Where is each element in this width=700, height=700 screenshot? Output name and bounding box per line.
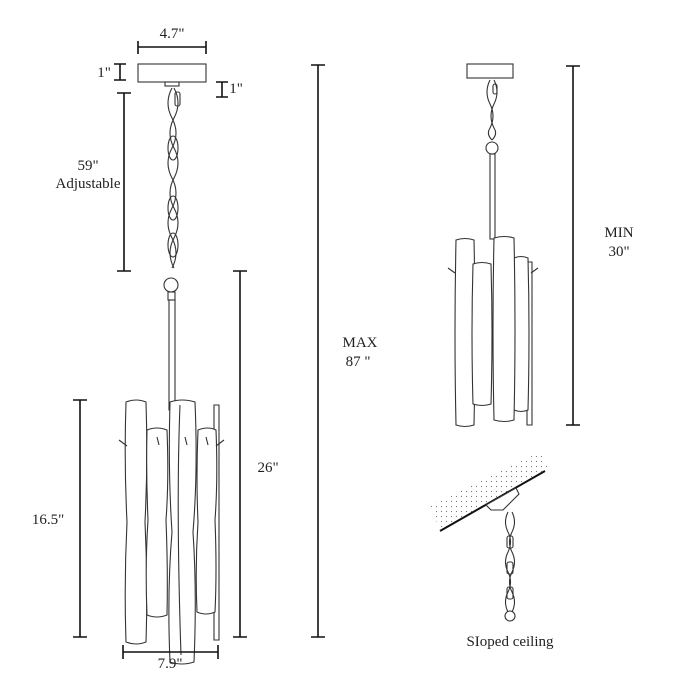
dimension-max-height: MAX 87 " (311, 64, 378, 638)
dimension-canopy-height: 1" (97, 63, 126, 81)
body-width-label: 7.9" (158, 656, 183, 672)
glass-tubes (118, 399, 225, 665)
max-value-label: 87 " (346, 354, 371, 370)
ceiling-hatch (430, 452, 550, 530)
canopy-cap (164, 81, 180, 87)
sloped-ceiling-caption: SIoped ceiling (466, 634, 554, 650)
canopy (466, 63, 514, 79)
fixture-min (447, 63, 539, 428)
dimension-body-width: 7.9" (122, 645, 219, 672)
down-rod (489, 153, 496, 240)
canopy-width-label: 4.7" (160, 26, 185, 42)
glass-tubes (447, 235, 539, 428)
dimension-chain-length: 59" Adjustable (56, 92, 131, 272)
down-rod (168, 299, 176, 411)
dimension-body-height: 26" (233, 270, 279, 638)
chain (167, 87, 181, 269)
chain-note-label: Adjustable (56, 176, 121, 192)
dimension-canopy-width: 4.7" (137, 26, 207, 54)
fixture-max (118, 63, 225, 665)
max-label: MAX (342, 335, 377, 351)
chain (486, 79, 498, 141)
sloped-ceiling-illustration: SIoped ceiling (430, 452, 554, 650)
min-value-label: 30" (608, 244, 629, 260)
loop-neck (167, 291, 176, 301)
chain (504, 511, 516, 622)
canopy-height-label: 1" (97, 65, 111, 81)
shade-height-label: 16.5" (32, 512, 64, 528)
dimension-shade-height: 16.5" (32, 399, 87, 638)
chain-length-label: 59" (77, 158, 98, 174)
min-label: MIN (604, 225, 633, 241)
loop-ring (163, 277, 179, 293)
canopy (485, 487, 520, 511)
loop-ring (485, 141, 499, 155)
body-height-label: 26" (257, 460, 278, 476)
canopy (137, 63, 207, 83)
dimension-min-height: MIN 30" (566, 65, 634, 426)
canopy-gap-label: 1" (229, 81, 243, 97)
dimension-canopy-gap: 1" (216, 81, 243, 98)
